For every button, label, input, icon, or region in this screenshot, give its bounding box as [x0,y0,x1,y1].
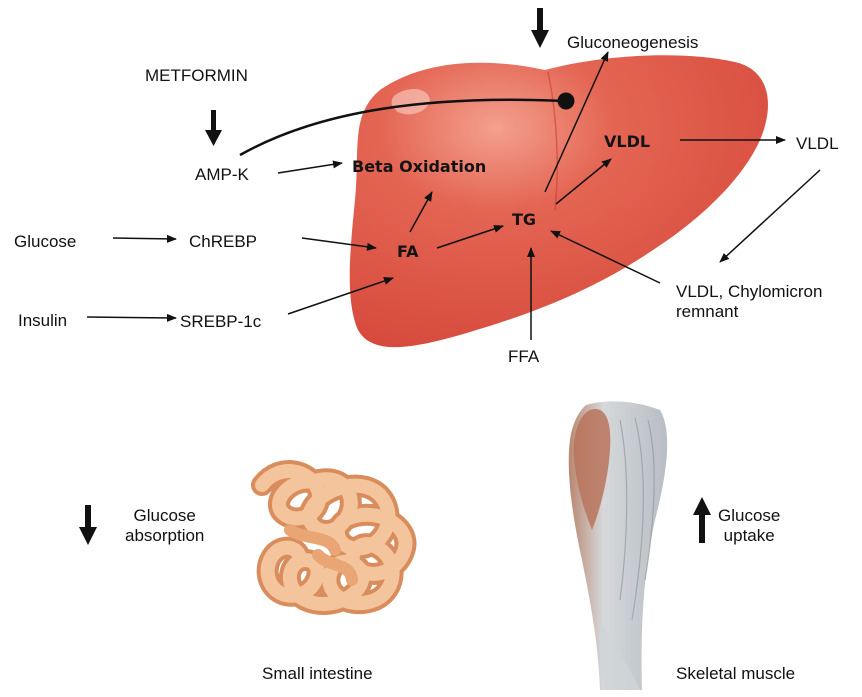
insulin-label: Insulin [18,311,67,331]
arrow-ampk-to-beta-oxidation [278,163,342,173]
tg-label: TG [512,211,536,229]
gluconeogenesis-label: Gluconeogenesis [567,33,698,53]
vldl-out-label: VLDL [796,134,839,154]
arrow-insulin-to-srebp [87,317,176,318]
ffa-label: FFA [508,347,539,367]
skeletal-muscle [569,401,667,690]
vldl-liver-label: VLDL [604,133,650,151]
beta-oxidation-label: Beta Oxidation [352,158,486,176]
vldl-chylomicron-line: VLDL, Chylomicron [676,282,856,302]
glucose-label: Glucose [14,232,76,252]
fa-label: FA [397,243,418,261]
remnant-line: remnant [676,302,856,322]
chrebp-label: ChREBP [189,232,257,252]
glucose-absorption-line2: absorption [125,526,204,546]
srebp-label: SREBP-1c [180,312,261,332]
ampk-label: AMP-K [195,165,249,185]
glucose-uptake-line1: Glucose [718,506,780,526]
inhibition-dot-icon [558,93,575,110]
down-arrow-icon [79,505,97,545]
small-intestine [262,471,405,604]
metformin-label: METFORMIN [145,66,248,86]
glucose-uptake-line2: uptake [718,526,780,546]
down-arrow-icon [531,8,549,48]
up-arrow-icon [693,497,711,543]
glucose-absorption-label: Glucose absorption [125,506,204,545]
arrow-vldl-out-to-remnant [720,170,820,262]
skeletal-muscle-label: Skeletal muscle [676,664,795,684]
glucose-absorption-line1: Glucose [125,506,204,526]
vldl-chylomicron-remnant-label: VLDL, Chylomicron remnant [676,282,856,321]
down-arrow-icon [205,110,222,146]
glucose-uptake-label: Glucose uptake [718,506,780,545]
small-intestine-label: Small intestine [262,664,373,684]
arrow-glucose-to-chrebp [113,238,176,239]
